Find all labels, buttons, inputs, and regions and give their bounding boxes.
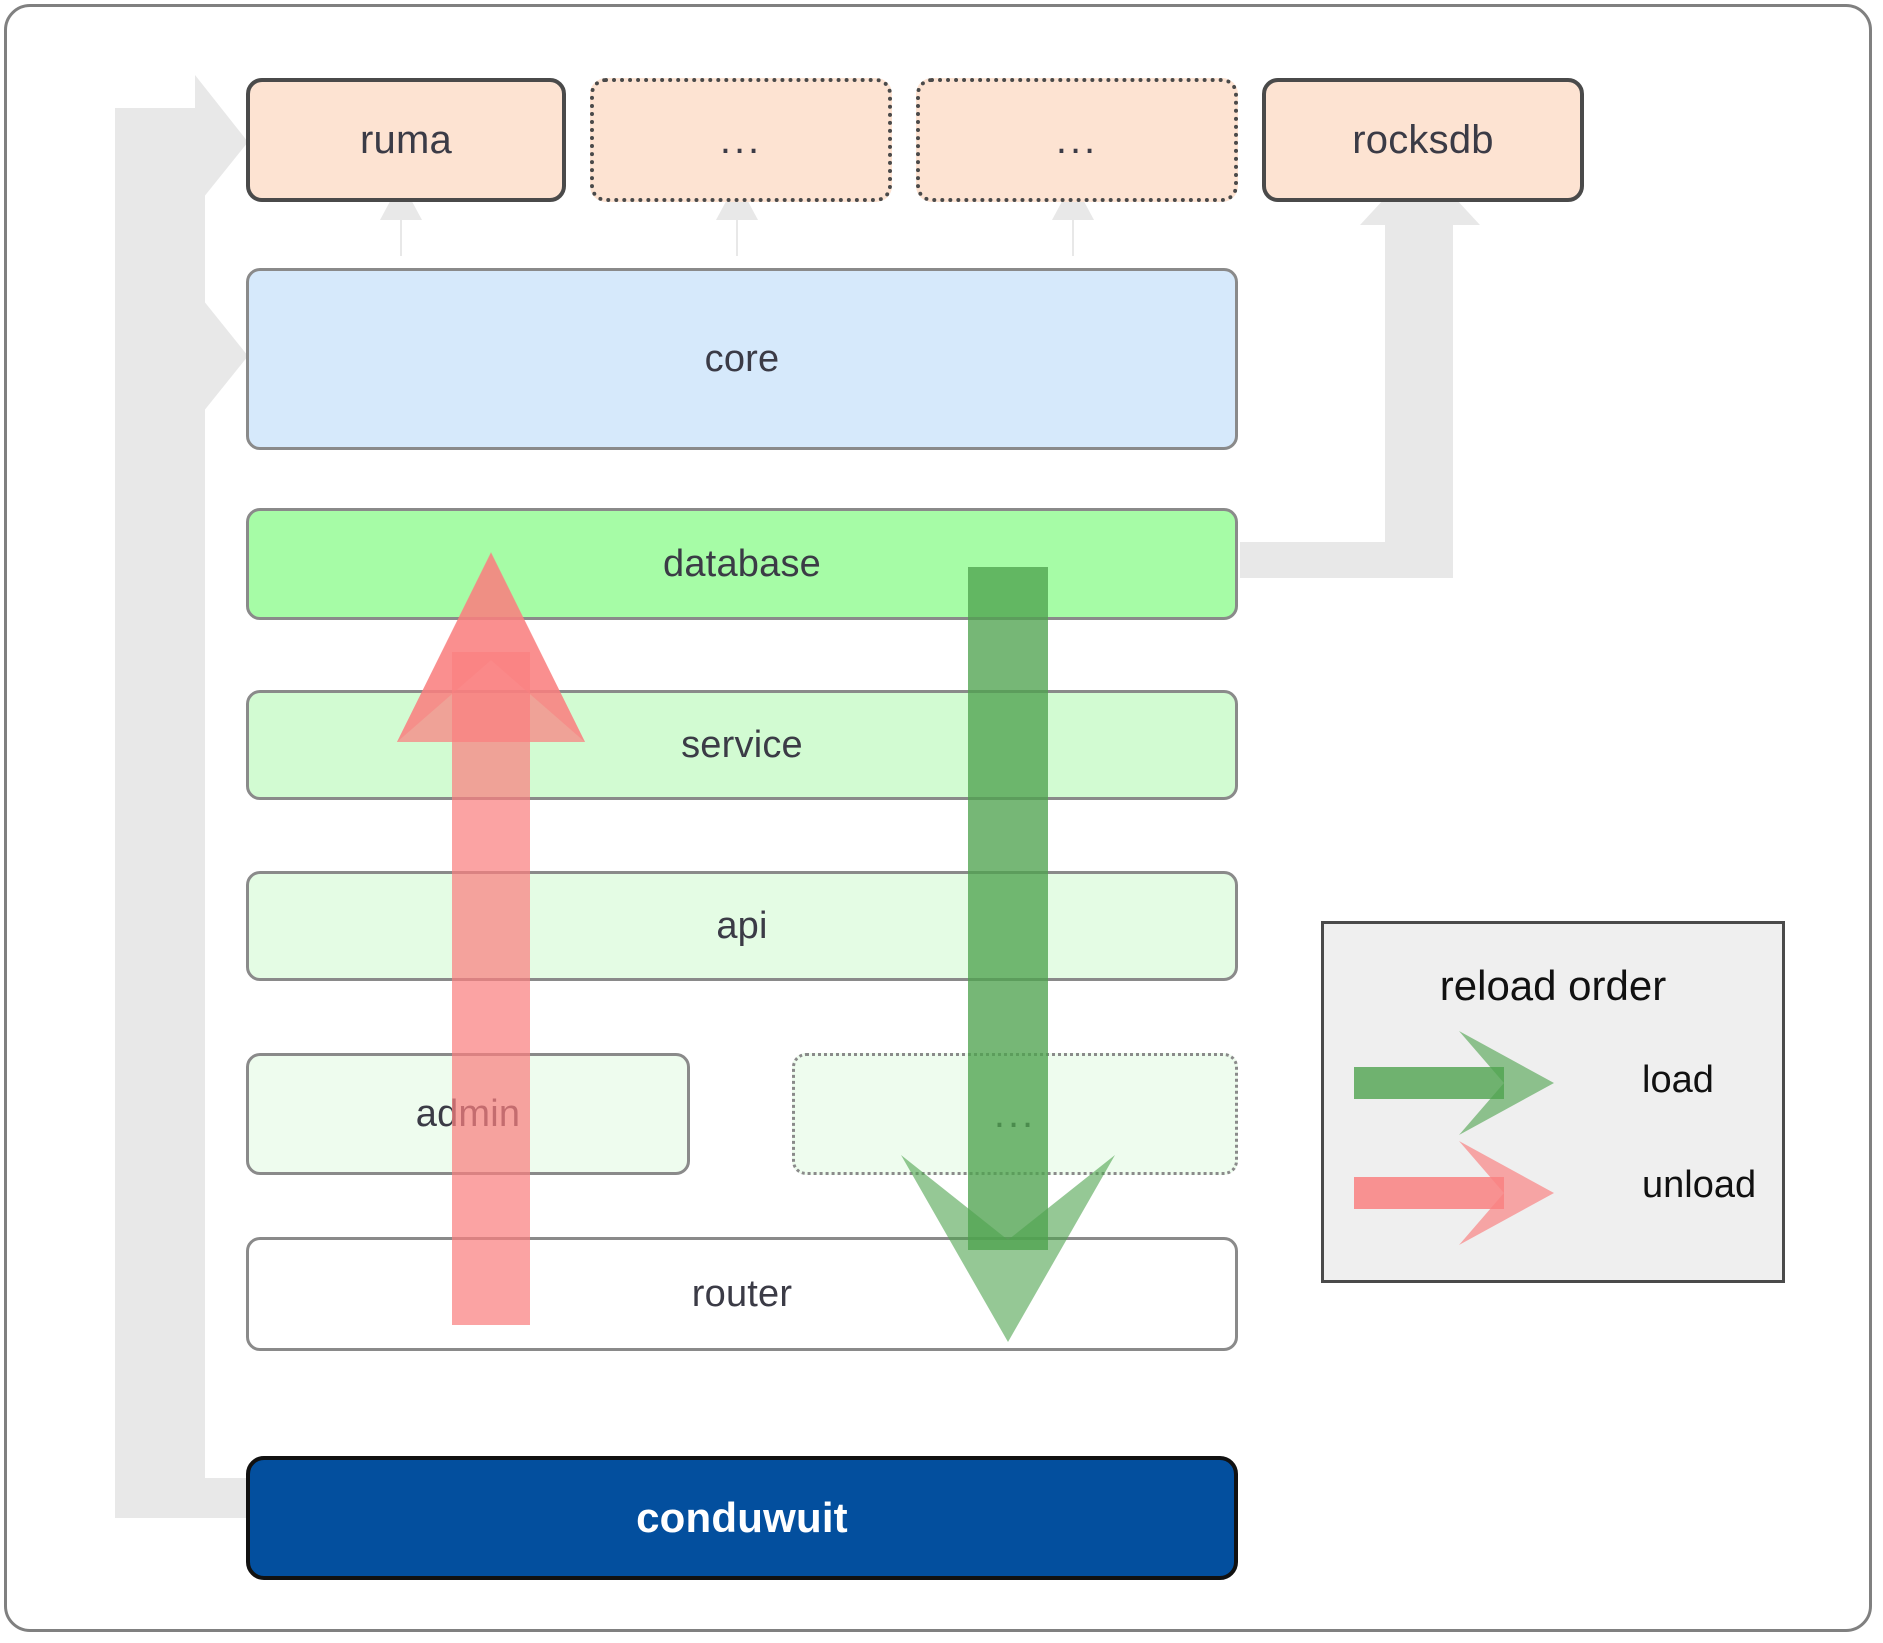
- node-ruma[interactable]: ruma: [246, 78, 566, 202]
- node-rocksdb-label: rocksdb: [1352, 117, 1494, 162]
- node-admin-label: admin: [415, 1092, 521, 1135]
- node-router[interactable]: router: [246, 1237, 1238, 1351]
- legend-unload-arrow-icon: [1354, 1141, 1554, 1245]
- legend-arrow-glyphs: [1354, 1031, 1554, 1245]
- node-top-ellipsis-2-label: ...: [1055, 118, 1099, 162]
- node-ruma-label: ruma: [360, 117, 452, 162]
- node-top-ellipsis-1-label: ...: [719, 118, 763, 162]
- node-api-label: api: [716, 904, 768, 947]
- node-conduwuit-label: conduwuit: [636, 1494, 848, 1541]
- node-core-label: core: [704, 337, 780, 380]
- node-core[interactable]: core: [246, 268, 1238, 450]
- legend-reload-order: reload order load unload: [1321, 921, 1785, 1283]
- node-admin[interactable]: admin: [246, 1053, 690, 1175]
- legend-title: reload order: [1439, 962, 1667, 1009]
- legend-load-arrow-icon: [1354, 1031, 1554, 1135]
- node-split-ellipsis[interactable]: ...: [792, 1053, 1238, 1175]
- node-api[interactable]: api: [246, 871, 1238, 981]
- node-service[interactable]: service: [246, 690, 1238, 800]
- legend-label-unload: unload: [1642, 1164, 1757, 1206]
- node-top-ellipsis-1[interactable]: ...: [590, 78, 892, 202]
- node-router-label: router: [691, 1272, 793, 1315]
- node-conduwuit[interactable]: conduwuit: [246, 1456, 1238, 1580]
- node-service-label: service: [681, 723, 803, 766]
- node-database-label: database: [663, 542, 821, 585]
- node-split-ellipsis-label: ...: [993, 1092, 1037, 1136]
- diagram-frame: [4, 4, 1872, 1632]
- node-rocksdb[interactable]: rocksdb: [1262, 78, 1584, 202]
- legend-label-load: load: [1642, 1059, 1714, 1101]
- node-database[interactable]: database: [246, 508, 1238, 620]
- node-top-ellipsis-2[interactable]: ...: [916, 78, 1238, 202]
